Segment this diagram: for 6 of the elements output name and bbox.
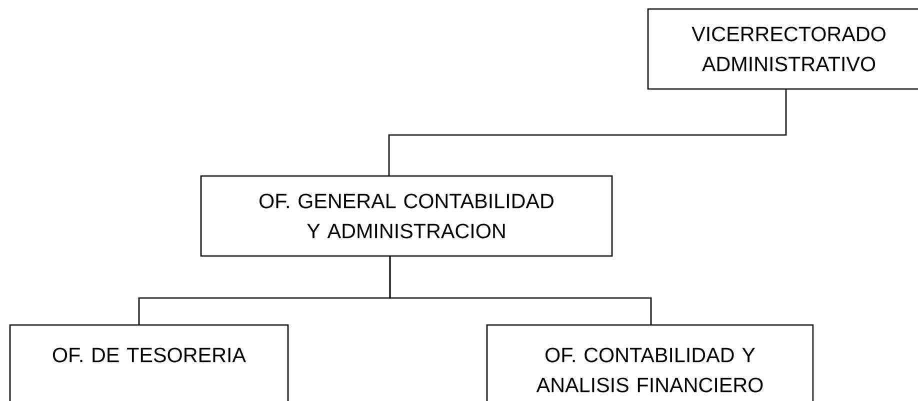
org-box: OF. CONTABILIDAD Y ANALISIS FINANCIERO <box>486 324 814 401</box>
org-box: OF. GENERAL CONTABILIDAD Y ADMINISTRACION <box>200 175 613 257</box>
connector <box>388 89 787 176</box>
connector <box>389 256 652 325</box>
org-box: OF. DE TESORERIA <box>9 324 289 401</box>
org-box: VICERRECTORADO ADMINISTRATIVO <box>647 8 918 90</box>
